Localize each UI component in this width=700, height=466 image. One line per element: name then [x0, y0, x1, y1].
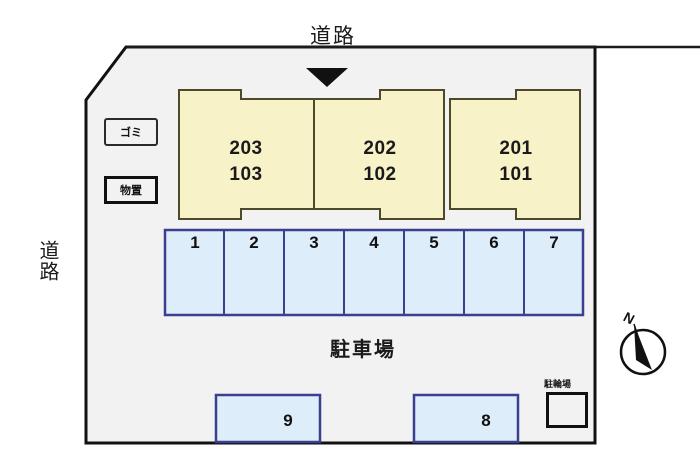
parking-stall-5-label: 5	[429, 233, 439, 252]
road-label-top: 道路	[310, 25, 356, 48]
parking-stall-7-label: 7	[549, 233, 559, 252]
facility-souko-label: 物置	[120, 185, 142, 197]
road-label-left: 道路	[36, 240, 58, 282]
parking-stall-9-label: 9	[283, 411, 293, 430]
parking-stall-4-label: 4	[369, 233, 379, 252]
unit-number-upper: 201	[499, 138, 533, 159]
parking-stall-8-label: 8	[481, 411, 491, 430]
unit-label-202-102: 202 102	[330, 136, 430, 187]
entrance-arrow-icon	[306, 68, 348, 87]
parking-stall-9-shape	[214, 393, 322, 444]
bicycle-parking-box	[546, 392, 588, 428]
parking-lot-label: 駐車場	[330, 339, 396, 361]
parking-row-background	[163, 228, 585, 317]
unit-number-upper: 202	[363, 138, 397, 159]
bicycle-parking-label: 駐輪場	[544, 379, 572, 389]
building-block-201-101	[449, 89, 581, 220]
parking-stall-1-label: 1	[190, 233, 200, 252]
unit-label-201-101: 201 101	[466, 136, 566, 187]
unit-number-upper: 203	[229, 138, 263, 159]
unit-number-lower: 103	[229, 163, 263, 185]
parking-stall-8-shape	[412, 393, 520, 444]
parking-stall-6-label: 6	[489, 233, 499, 252]
facility-gomi-label: ゴミ	[120, 127, 142, 139]
building-block-202-102	[313, 89, 445, 220]
compass-rose-icon	[619, 323, 667, 376]
facility-souko-box: 物置	[104, 176, 158, 204]
unit-number-lower: 101	[499, 163, 533, 185]
unit-label-203-103: 203 103	[196, 136, 296, 187]
unit-number-lower: 102	[363, 163, 397, 185]
parking-stall-3-label: 3	[309, 233, 319, 252]
facility-gomi-box: ゴミ	[104, 118, 158, 146]
parking-stall-2-label: 2	[249, 233, 259, 252]
